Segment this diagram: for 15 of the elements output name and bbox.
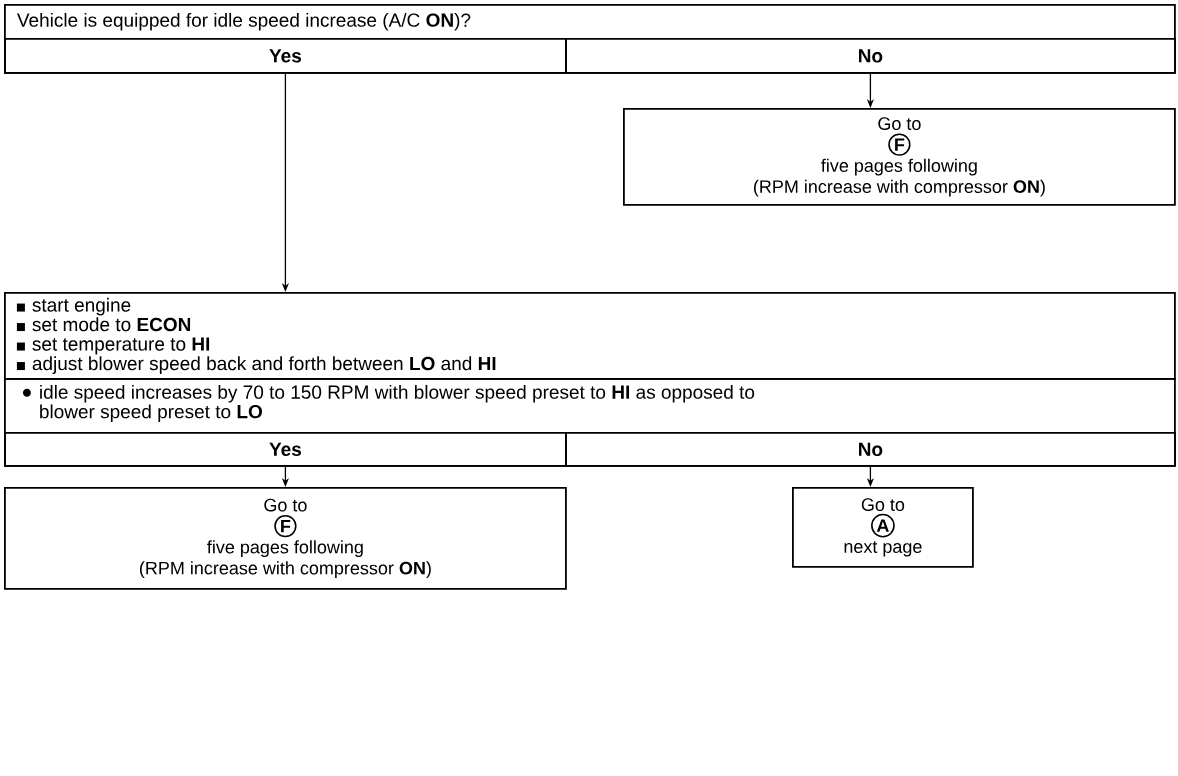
step-text: set temperature to HI [32,337,210,355]
goto-box: Go to A next page [792,487,974,568]
answer-box: No [565,38,1176,74]
answer-box: No [565,432,1176,467]
circled-letter: A [871,513,895,538]
circled-letter: F [888,133,911,156]
answer-box: Yes [4,432,567,467]
steps-box [4,292,1176,380]
step-text: set mode to ECON [32,317,191,332]
goto-box: Go to F five pages following (RPM increase with compressor ON) [4,487,567,590]
step-text: adjust blower speed back and forth between LO and HI [32,356,496,374]
circled-letter: F [274,514,297,538]
answer-box: Yes [4,38,567,74]
step-text: start engine [32,297,131,316]
goto-box: Go to F five pages following (RPM increase with compressor ON) [623,108,1176,206]
